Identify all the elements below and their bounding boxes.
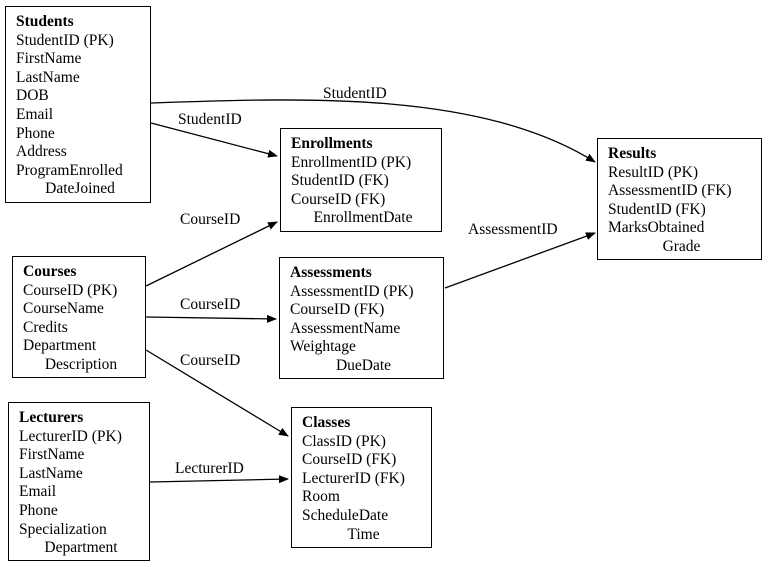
entity-field: Time: [347, 525, 380, 543]
entity-assessments[interactable]: Assessments AssessmentID (PK) CourseID (…: [279, 257, 444, 379]
edge-assessments-results: [444, 232, 596, 289]
entity-field: Email: [19, 483, 57, 501]
entity-field: DateJoined: [45, 180, 115, 198]
entity-field: MarksObtained: [608, 219, 705, 237]
entity-field: EnrollmentDate: [313, 209, 413, 227]
entity-field: StudentID (FK): [291, 172, 389, 190]
entity-field: Grade: [662, 237, 701, 255]
entity-field: Credits: [23, 318, 68, 336]
edge-lecturers-classes: [149, 475, 289, 484]
edge-label-lecturers-classes: LecturerID: [175, 460, 244, 477]
entity-title: Students: [16, 13, 74, 30]
edge-students-results: [150, 99, 596, 163]
entity-title: Assessments: [290, 264, 372, 281]
entity-field: Email: [16, 105, 54, 123]
entity-field: CourseID (FK): [290, 301, 385, 319]
entity-field: Department: [44, 539, 118, 557]
entity-title: Courses: [23, 263, 77, 280]
entity-results[interactable]: Results ResultID (PK) AssessmentID (FK) …: [597, 138, 762, 260]
entity-field: CourseID (FK): [302, 451, 397, 469]
entity-title: Results: [608, 145, 657, 162]
entity-field: AssessmentID (PK): [290, 282, 414, 300]
entity-title: Classes: [302, 414, 351, 431]
edge-label-courses-classes: CourseID: [180, 352, 241, 369]
entity-field: StudentID (PK): [16, 31, 114, 49]
entity-title: Lecturers: [19, 409, 84, 426]
entity-field: DueDate: [335, 356, 392, 374]
entity-field: StudentID (FK): [608, 200, 706, 218]
entity-field: Weightage: [290, 338, 356, 356]
edge-courses-classes: [145, 349, 289, 437]
entity-field: LecturerID (FK): [302, 469, 405, 487]
entity-field: ProgramEnrolled: [16, 161, 123, 179]
edge-label-students-results: StudentID: [323, 85, 387, 102]
entity-field: Phone: [19, 501, 58, 519]
entity-field: Specialization: [19, 520, 107, 538]
entity-students[interactable]: Students StudentID (PK) FirstName LastNa…: [5, 6, 151, 203]
entity-field: LastName: [16, 68, 80, 86]
entity-courses[interactable]: Courses CourseID (PK) CourseName Credits…: [12, 256, 146, 378]
entity-field: Room: [302, 488, 340, 506]
entity-field: EnrollmentID (PK): [291, 153, 412, 171]
entity-title: Enrollments: [291, 135, 373, 152]
edge-courses-assessments: [145, 314, 277, 323]
entity-field: ClassID (PK): [302, 432, 386, 450]
entity-field: AssessmentID (FK): [608, 182, 732, 200]
entity-enrollments[interactable]: Enrollments EnrollmentID (PK) StudentID …: [280, 128, 442, 232]
entity-field: Address: [16, 143, 67, 161]
entity-field: AssessmentName: [290, 319, 401, 337]
entity-field: Description: [44, 355, 118, 373]
entity-field: CourseID (FK): [291, 190, 386, 208]
entity-field: ScheduleDate: [302, 506, 389, 524]
entity-field: FirstName: [16, 50, 82, 68]
entity-lecturers[interactable]: Lecturers LecturerID (PK) FirstName Last…: [8, 402, 150, 561]
entity-classes[interactable]: Classes ClassID (PK) CourseID (FK) Lectu…: [291, 407, 432, 548]
entity-field: LecturerID (PK): [19, 427, 122, 445]
entity-field: LastName: [19, 464, 83, 482]
edge-label-courses-enrollments: CourseID: [180, 211, 241, 228]
edge-students-enrollments: [150, 122, 278, 158]
entity-field: Phone: [16, 124, 55, 142]
entity-field: FirstName: [19, 446, 85, 464]
edge-label-students-enrollments: StudentID: [178, 111, 242, 128]
entity-field: ResultID (PK): [608, 163, 698, 181]
entity-field: Department: [23, 337, 97, 355]
entity-field: CourseID (PK): [23, 281, 118, 299]
edge-label-courses-assessments: CourseID: [180, 296, 241, 313]
entity-field: CourseName: [23, 300, 104, 318]
entity-field: DOB: [16, 87, 49, 105]
edge-label-assessments-results: AssessmentID: [468, 221, 558, 238]
edge-courses-enrollments: [145, 221, 278, 287]
